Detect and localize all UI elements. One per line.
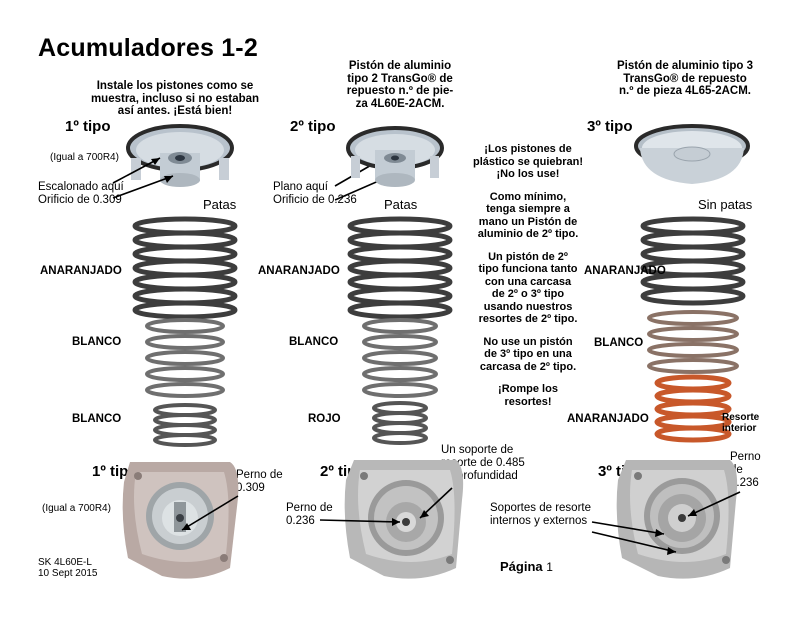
warning-line: ¡Rompe los xyxy=(498,383,558,395)
warning-line: tipo funciona tanto xyxy=(478,263,578,275)
bottom-col3-pin-callout: Perno de 0.236 xyxy=(730,451,761,490)
warning-line: de 2º o 3º tipo xyxy=(491,288,565,300)
housing-type1-image xyxy=(122,462,239,579)
col2-header-line: Pistón de aluminio xyxy=(348,60,452,72)
col1-type-heading: 1º tipo xyxy=(65,118,111,135)
col1-callout-line: Orificio de 0.309 xyxy=(38,194,122,206)
warning-line: aluminio de 2º tipo. xyxy=(477,228,579,240)
warning-line: con una carcasa xyxy=(484,275,572,288)
col1-callout-line: Escalonado aquí xyxy=(38,181,124,193)
col2-header-line: tipo 2 TransGo® de xyxy=(347,72,453,85)
warning-paragraph: Como mínimo, tenga siempre a mano un Pis… xyxy=(458,191,598,241)
warning-line: de 3º tipo en una xyxy=(484,348,572,360)
col3-header-line: TransGo® de repuesto xyxy=(623,72,747,85)
bottom-col1-pin-callout: Perno de 0.309 xyxy=(236,469,283,495)
col2-type-heading: 2º tipo xyxy=(290,118,336,135)
col1-spring-label: BLANCO xyxy=(72,413,122,425)
inner-spring-line: interior xyxy=(722,423,757,434)
warning-line: carcasa de 2º tipo. xyxy=(479,360,577,373)
col3-spring-label: ANARANJADO xyxy=(567,413,649,425)
piston-type3-image xyxy=(634,124,750,184)
col3-type-heading: 3º tipo xyxy=(587,118,633,135)
install-note-line: Instale los pistones como se xyxy=(96,80,254,92)
col2-callout: Plano aquí Orificio de 0.236 xyxy=(273,181,357,207)
warning-paragraph: ¡Rompe los resortes! xyxy=(458,383,598,408)
col2-spring-label: ANARANJADO xyxy=(258,265,340,277)
pin-line: 0.236 xyxy=(286,515,315,527)
col2-spring-label: BLANCO xyxy=(289,336,339,348)
warning-line: ¡No los use! xyxy=(496,168,560,180)
col3-header-line: n.º de pieza 4L65-2ACM. xyxy=(618,85,751,97)
doc-date: 10 Sept 2015 xyxy=(38,568,98,579)
support-line: Un soporte de xyxy=(441,444,514,456)
doc-code: SK 4L60E-L xyxy=(38,557,92,568)
doc-code-block: SK 4L60E-L 10 Sept 2015 xyxy=(38,557,98,579)
page-num: 1 xyxy=(546,560,553,574)
col1-legs-label: Patas xyxy=(203,197,237,212)
spring-stack-type2 xyxy=(347,216,453,445)
pin-line: Perno xyxy=(730,451,761,463)
col2-header-line: repuesto n.º de pie- xyxy=(346,85,454,97)
install-note-line: así antes. ¡Está bien! xyxy=(117,105,233,117)
housing-type3-image xyxy=(616,460,738,579)
pin-line: 0.309 xyxy=(236,482,265,494)
col2-callout-line: Plano aquí xyxy=(273,181,328,193)
page-number: Página 1 xyxy=(500,559,553,574)
warning-line: tenga siempre a xyxy=(486,203,570,215)
bottom-col3-supports-callout: Soportes de resorte internos y externos xyxy=(490,502,591,528)
warning-line: resortes de 2º tipo. xyxy=(478,313,578,325)
warning-line: Un pistón de 2º xyxy=(488,250,568,263)
pin-line: Perno de xyxy=(236,469,283,481)
spring-stack-type3 xyxy=(640,216,746,443)
warning-line: resortes! xyxy=(504,395,552,408)
warning-line: usando nuestros xyxy=(483,300,573,313)
page-label: Página xyxy=(500,559,543,574)
supports-line: internos y externos xyxy=(490,515,588,527)
col2-spring-label: ROJO xyxy=(308,413,341,425)
col1-spring-label: BLANCO xyxy=(72,336,122,348)
supports-line: Soportes de resorte xyxy=(490,502,592,514)
page-title: Acumuladores 1-2 xyxy=(38,34,258,62)
col3-no-legs-label: Sin patas xyxy=(698,197,753,212)
col3-header: Pistón de aluminio tipo 3 TransGo® de re… xyxy=(590,60,780,98)
col3-spring-label: BLANCO xyxy=(594,337,644,349)
warning-line: mano un Pistón de xyxy=(478,215,578,228)
warning-paragraph: Un pistón de 2º tipo funciona tanto con … xyxy=(458,251,598,326)
spring-stack-type1 xyxy=(132,216,238,447)
piston-type2-image xyxy=(346,126,444,187)
housing-type2-image xyxy=(344,460,464,579)
col2-legs-label: Patas xyxy=(384,197,418,212)
inner-spring-line: Resorte xyxy=(722,412,760,423)
warning-line: No use un pistón xyxy=(483,335,573,348)
warning-line: ¡Los pistones de xyxy=(484,143,572,155)
install-note: Instale los pistones como se muestra, in… xyxy=(80,80,270,118)
warning-line: Como mínimo, xyxy=(489,190,567,203)
pin-line: Perno de xyxy=(286,502,333,514)
col1-same-as: (Igual a 700R4) xyxy=(50,152,119,163)
bottom-col2-pin-callout: Perno de 0.236 xyxy=(286,502,333,528)
warning-line: plástico se quiebran! xyxy=(472,155,584,168)
warning-paragraph: ¡Los pistones de plástico se quiebran! ¡… xyxy=(458,143,598,181)
bottom-col1-same-as: (Igual a 700R4) xyxy=(42,503,111,514)
col3-spring-label: ANARANJADO xyxy=(584,265,666,277)
col2-callout-line: Orificio de 0.236 xyxy=(273,194,357,206)
inner-spring-label: Resorte interior xyxy=(722,412,759,434)
col1-spring-label: ANARANJADO xyxy=(40,265,122,277)
col3-header-line: Pistón de aluminio tipo 3 xyxy=(616,60,754,72)
install-note-line: muestra, incluso si no estaban xyxy=(90,92,260,105)
col2-header-line: za 4L60E-2ACM. xyxy=(355,97,445,110)
col1-callout: Escalonado aquí Orificio de 0.309 xyxy=(38,181,124,207)
warning-paragraph: No use un pistón de 3º tipo en una carca… xyxy=(458,336,598,374)
support-line: resorte de 0.485 xyxy=(441,457,525,469)
col2-header: Pistón de aluminio tipo 2 TransGo® de re… xyxy=(320,60,480,110)
pin-line: 0.236 xyxy=(730,477,759,489)
warning-note: ¡Los pistones de plástico se quiebran! ¡… xyxy=(458,143,598,408)
